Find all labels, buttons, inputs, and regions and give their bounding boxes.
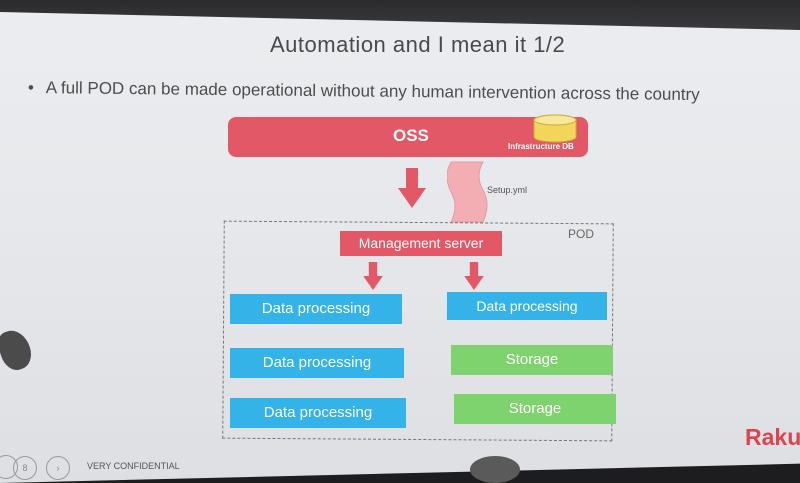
next-arrow-icon: › [46,456,70,480]
data-processing-box: Data processing [230,398,406,428]
database-icon [533,114,577,143]
pod-label: POD [568,227,595,241]
data-processing-box: Data processing [447,292,607,320]
page-number: 8 [13,456,37,480]
company-logo: Raku [745,424,800,450]
document-icon [447,161,488,223]
storage-box: Storage [451,345,613,375]
confidential-footer: VERY CONFIDENTIAL [87,461,180,471]
oss-bar: OSS Infrastructure DB [228,117,588,157]
slide-title: Automation and I mean it 1/2 [270,32,566,57]
oss-label: OSS [393,126,429,145]
setup-file-label: Setup.yml [487,185,528,195]
arrow-down-icon [464,262,484,290]
arrow-down-icon [363,262,383,290]
data-processing-box: Data processing [230,294,402,324]
storage-box: Storage [454,394,616,424]
shadow-bottom [470,456,520,483]
management-server-box: Management server [340,231,502,256]
infrastructure-db-label: Infrastructure DB [508,142,574,151]
data-processing-box: Data processing [230,348,404,378]
arrow-down-icon [398,168,426,208]
bullet-dot-icon: • [27,78,34,98]
